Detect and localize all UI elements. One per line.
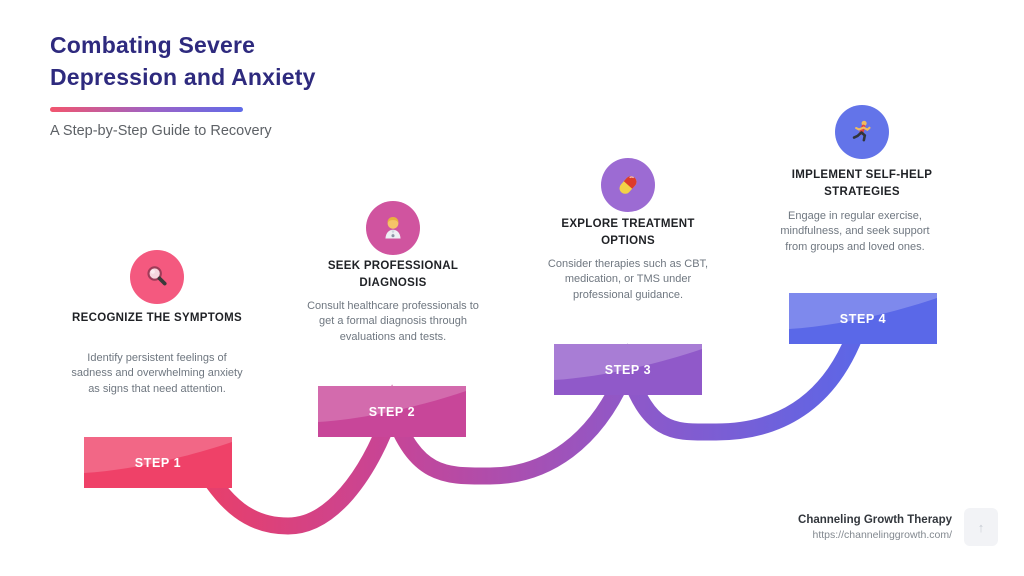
runner-icon bbox=[852, 120, 871, 142]
step-2-icon-circle bbox=[366, 201, 420, 255]
footer: Channeling Growth Therapy https://channe… bbox=[798, 508, 998, 546]
footer-company-name: Channeling Growth Therapy bbox=[798, 513, 952, 526]
step-3-description: Consider therapies such as CBT, medicati… bbox=[547, 258, 709, 301]
step-1-title: RECOGNIZE THE SYMPTOMS bbox=[72, 312, 242, 324]
step-2-box: STEP 2 bbox=[318, 386, 466, 437]
step-3-box: STEP 3 bbox=[554, 344, 702, 395]
step-2-label: STEP 2 bbox=[368, 404, 416, 419]
step-1-box-highlight bbox=[84, 437, 232, 473]
page-subtitle: A Step-by-Step Guide to Recovery bbox=[50, 123, 272, 139]
step-4-box: STEP 4 bbox=[789, 293, 937, 344]
step-4-box-highlight bbox=[789, 293, 937, 329]
step-3-label: STEP 3 bbox=[604, 362, 652, 377]
step-1-label: STEP 1 bbox=[134, 455, 182, 470]
page-title: Combating Severe Depression and Anxiety bbox=[50, 32, 316, 90]
magnifier-icon bbox=[147, 266, 167, 286]
doctor-icon bbox=[385, 217, 401, 239]
arrow-up-icon: ↑ bbox=[977, 519, 985, 535]
step-1-icon-circle bbox=[130, 250, 184, 304]
step-4-label: STEP 4 bbox=[839, 311, 887, 326]
step-2-title: SEEK PROFESSIONAL DIAGNOSIS bbox=[327, 260, 459, 289]
step-3-box-highlight bbox=[554, 344, 702, 380]
step-3-icon-circle bbox=[601, 158, 655, 212]
footer-url[interactable]: https://channelinggrowth.com/ bbox=[812, 528, 953, 541]
step-3-title: EXPLORE TREATMENT OPTIONS bbox=[561, 218, 695, 247]
step-1-box: STEP 1 bbox=[84, 437, 232, 488]
step-1-description: Identify persistent feelings of sadness … bbox=[71, 352, 243, 395]
step-4-description: Engage in regular exercise, mindfulness,… bbox=[780, 210, 930, 253]
step-2-box-highlight bbox=[318, 386, 466, 422]
pill-icon bbox=[619, 176, 637, 194]
step-4-title: IMPLEMENT SELF-HELP STRATEGIES bbox=[791, 169, 933, 198]
step-4-icon-circle bbox=[835, 105, 889, 159]
step-2-description: Consult healthcare professionals to get … bbox=[307, 300, 479, 343]
title-underline-accent bbox=[50, 107, 243, 112]
footer-action-button[interactable]: ↑ bbox=[964, 508, 998, 546]
